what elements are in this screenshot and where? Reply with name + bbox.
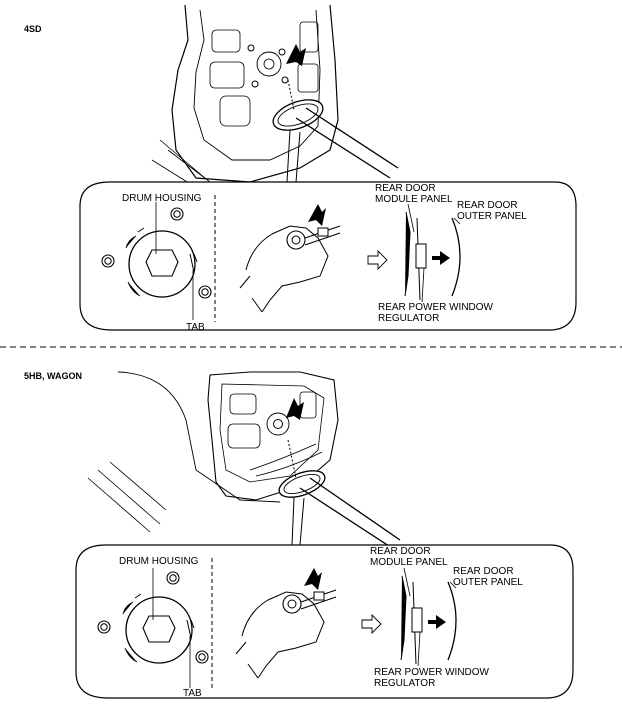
regulator-label-line1: REAR POWER WINDOW [378, 302, 493, 313]
section-title-5hb-wagon: 5HB, WAGON [24, 371, 83, 381]
tab-label: TAB [186, 322, 205, 333]
module-panel-label-line1: REAR DOOR [370, 546, 431, 557]
tab-label: TAB [183, 688, 202, 699]
section-5hb-illustration [75, 371, 574, 699]
drum-housing-label: DRUM HOUSING [122, 193, 202, 204]
outer-panel-label-line1: REAR DOOR [457, 200, 518, 211]
module-panel-label-line2: MODULE PANEL [370, 557, 448, 568]
outer-panel-label-line2: OUTER PANEL [453, 577, 523, 588]
module-panel-label-line2: MODULE PANEL [375, 194, 453, 205]
section-4sd-illustration [79, 4, 577, 331]
drum-housing-label: DRUM HOUSING [119, 556, 199, 567]
section-title-4sd: 4SD [24, 24, 42, 34]
regulator-label-line2: REGULATOR [378, 313, 440, 324]
regulator-label-line1: REAR POWER WINDOW [374, 667, 489, 678]
outer-panel-label-line1: REAR DOOR [453, 566, 514, 577]
module-panel-label-line1: REAR DOOR [375, 183, 436, 194]
outer-panel-label-line2: OUTER PANEL [457, 211, 527, 222]
regulator-label-line2: REGULATOR [374, 678, 436, 689]
